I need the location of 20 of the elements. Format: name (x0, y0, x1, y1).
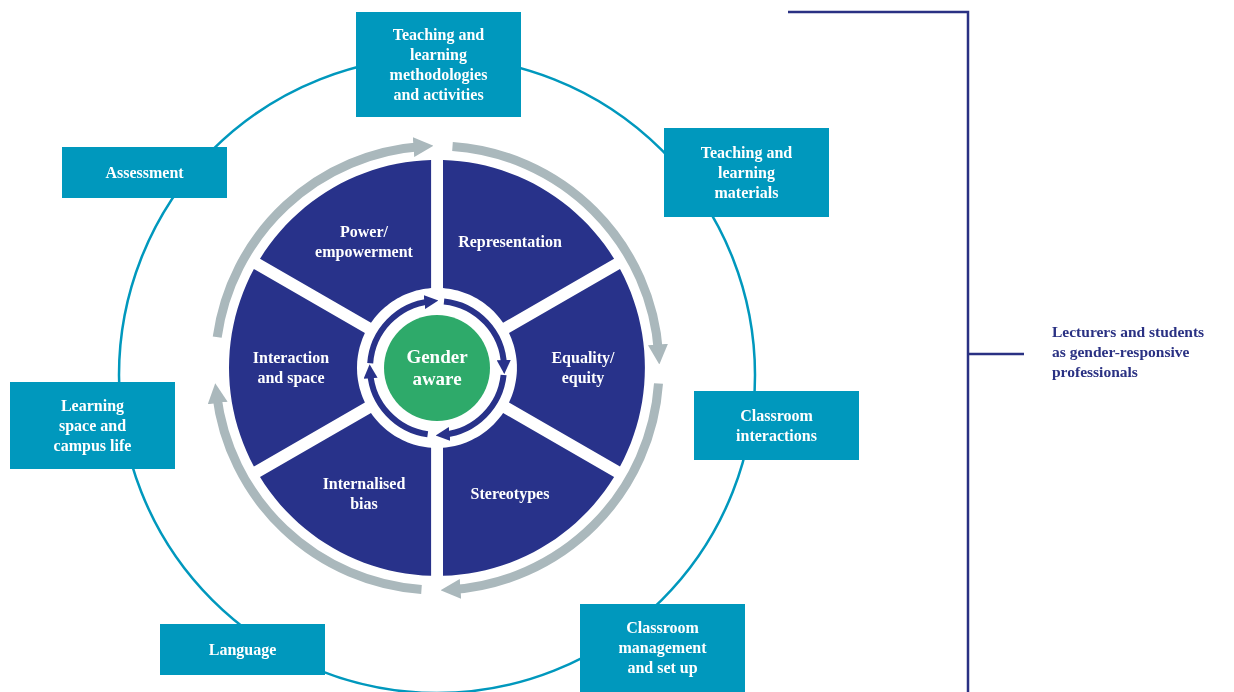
topic-box: Teaching and learning methodologies and activities (356, 12, 521, 117)
wheel-segment (443, 413, 615, 576)
topic-box: Language (160, 624, 325, 675)
segment-label: Interaction and space (251, 348, 331, 388)
topic-box: Learning space and campus life (10, 382, 175, 469)
wheel-segment (259, 413, 431, 576)
wheel-segment (259, 160, 431, 323)
wheel-segment (509, 269, 645, 467)
topic-box: Classroom management and set up (580, 604, 745, 692)
segment-label: Power/ empowerment (314, 221, 414, 262)
segment-label: Stereotypes (469, 484, 551, 505)
topic-box: Teaching and learning materials (664, 128, 829, 217)
segment-label: Internalised bias (321, 474, 407, 515)
wheel-segment (229, 269, 365, 467)
segment-label: Equality/ equity (550, 348, 616, 388)
segment-label: Representation (457, 231, 563, 252)
topic-box: Assessment (62, 147, 227, 198)
wheel-segment (443, 160, 615, 323)
topic-box: Classroom interactions (694, 391, 859, 460)
side-note: Lecturers and students as gender-responsive professionals (1052, 322, 1206, 382)
